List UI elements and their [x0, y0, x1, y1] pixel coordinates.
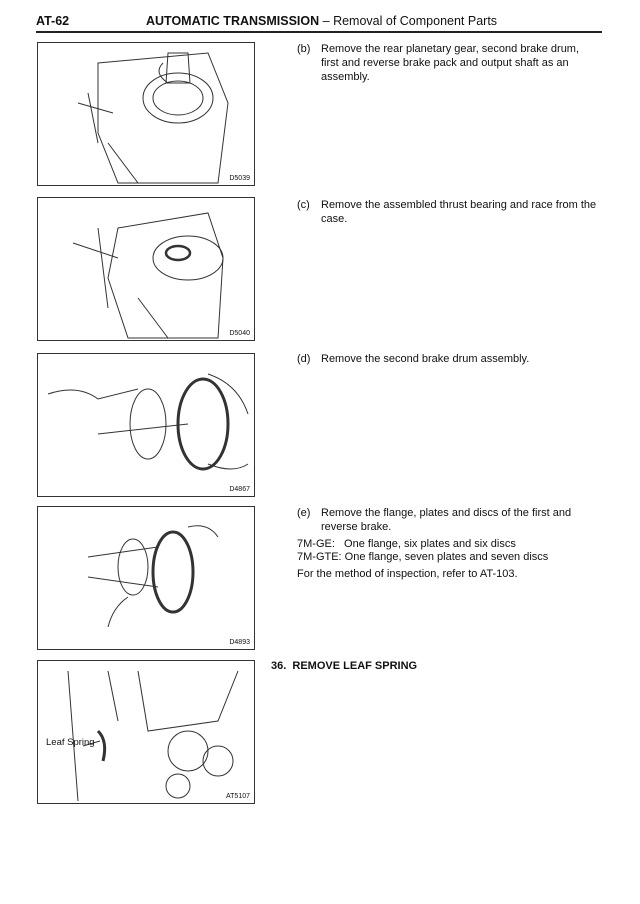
page-header-title: AUTOMATIC TRANSMISSION – Removal of Comp…	[146, 14, 497, 28]
step-text: Remove the flange, plates and discs of t…	[321, 507, 572, 533]
figure-code: D5039	[229, 175, 250, 182]
step-text: Remove the rear planetary gear, second b…	[321, 43, 580, 83]
separator: –	[322, 14, 330, 28]
figure-second-brake-drum: D4867	[37, 353, 255, 497]
figure-code: D4867	[229, 486, 250, 493]
header-rule	[36, 31, 602, 33]
section-heading: 36. REMOVE LEAF SPRING	[271, 660, 418, 672]
figure-code: D4893	[229, 639, 250, 646]
step-c: (c) Remove the assembled thrust bearing a…	[297, 198, 597, 226]
figure-thrust-bearing: D5040	[37, 197, 255, 341]
step-b: (b) Remove the rear planetary gear, secon…	[297, 42, 597, 84]
figure-code: D5040	[229, 330, 250, 337]
brake-drum-illustration	[47, 373, 249, 471]
note-7m-gte: 7M-GTE: One flange, seven plates and sev…	[297, 551, 549, 563]
subtitle: Removal of Component Parts	[333, 14, 498, 28]
transmission-illustration	[77, 52, 229, 184]
step-key: (c)	[297, 199, 310, 211]
step-text: Remove the second brake drum assembly.	[321, 353, 530, 365]
transmission-illustration	[72, 212, 224, 339]
figure-leaf-spring: Leaf Spring AT5107	[37, 660, 255, 804]
step-key: (e)	[297, 507, 311, 519]
step-e: (e) Remove the flange, plates and discs o…	[297, 506, 597, 534]
step-text: Remove the assembled thrust bearing and …	[321, 199, 597, 225]
figure-brake-pack: D4893	[37, 506, 255, 650]
figure-code: AT5107	[226, 793, 250, 800]
note-inspection: For the method of inspection, refer to A…	[297, 568, 518, 580]
section-title: AUTOMATIC TRANSMISSION	[146, 14, 320, 28]
step-d: (d) Remove the second brake drum assembly…	[297, 352, 597, 366]
valve-body-illustration	[67, 670, 239, 802]
step-key: (b)	[297, 43, 311, 55]
step-key: (d)	[297, 353, 311, 365]
leaf-spring-label: Leaf Spring	[46, 737, 95, 748]
figure-rear-planetary-removal: D5039	[37, 42, 255, 186]
page-number: AT-62	[36, 14, 70, 28]
note-7m-ge: 7M-GE: One flange, six plates and six di…	[297, 538, 516, 550]
brake-pack-illustration	[87, 525, 219, 628]
